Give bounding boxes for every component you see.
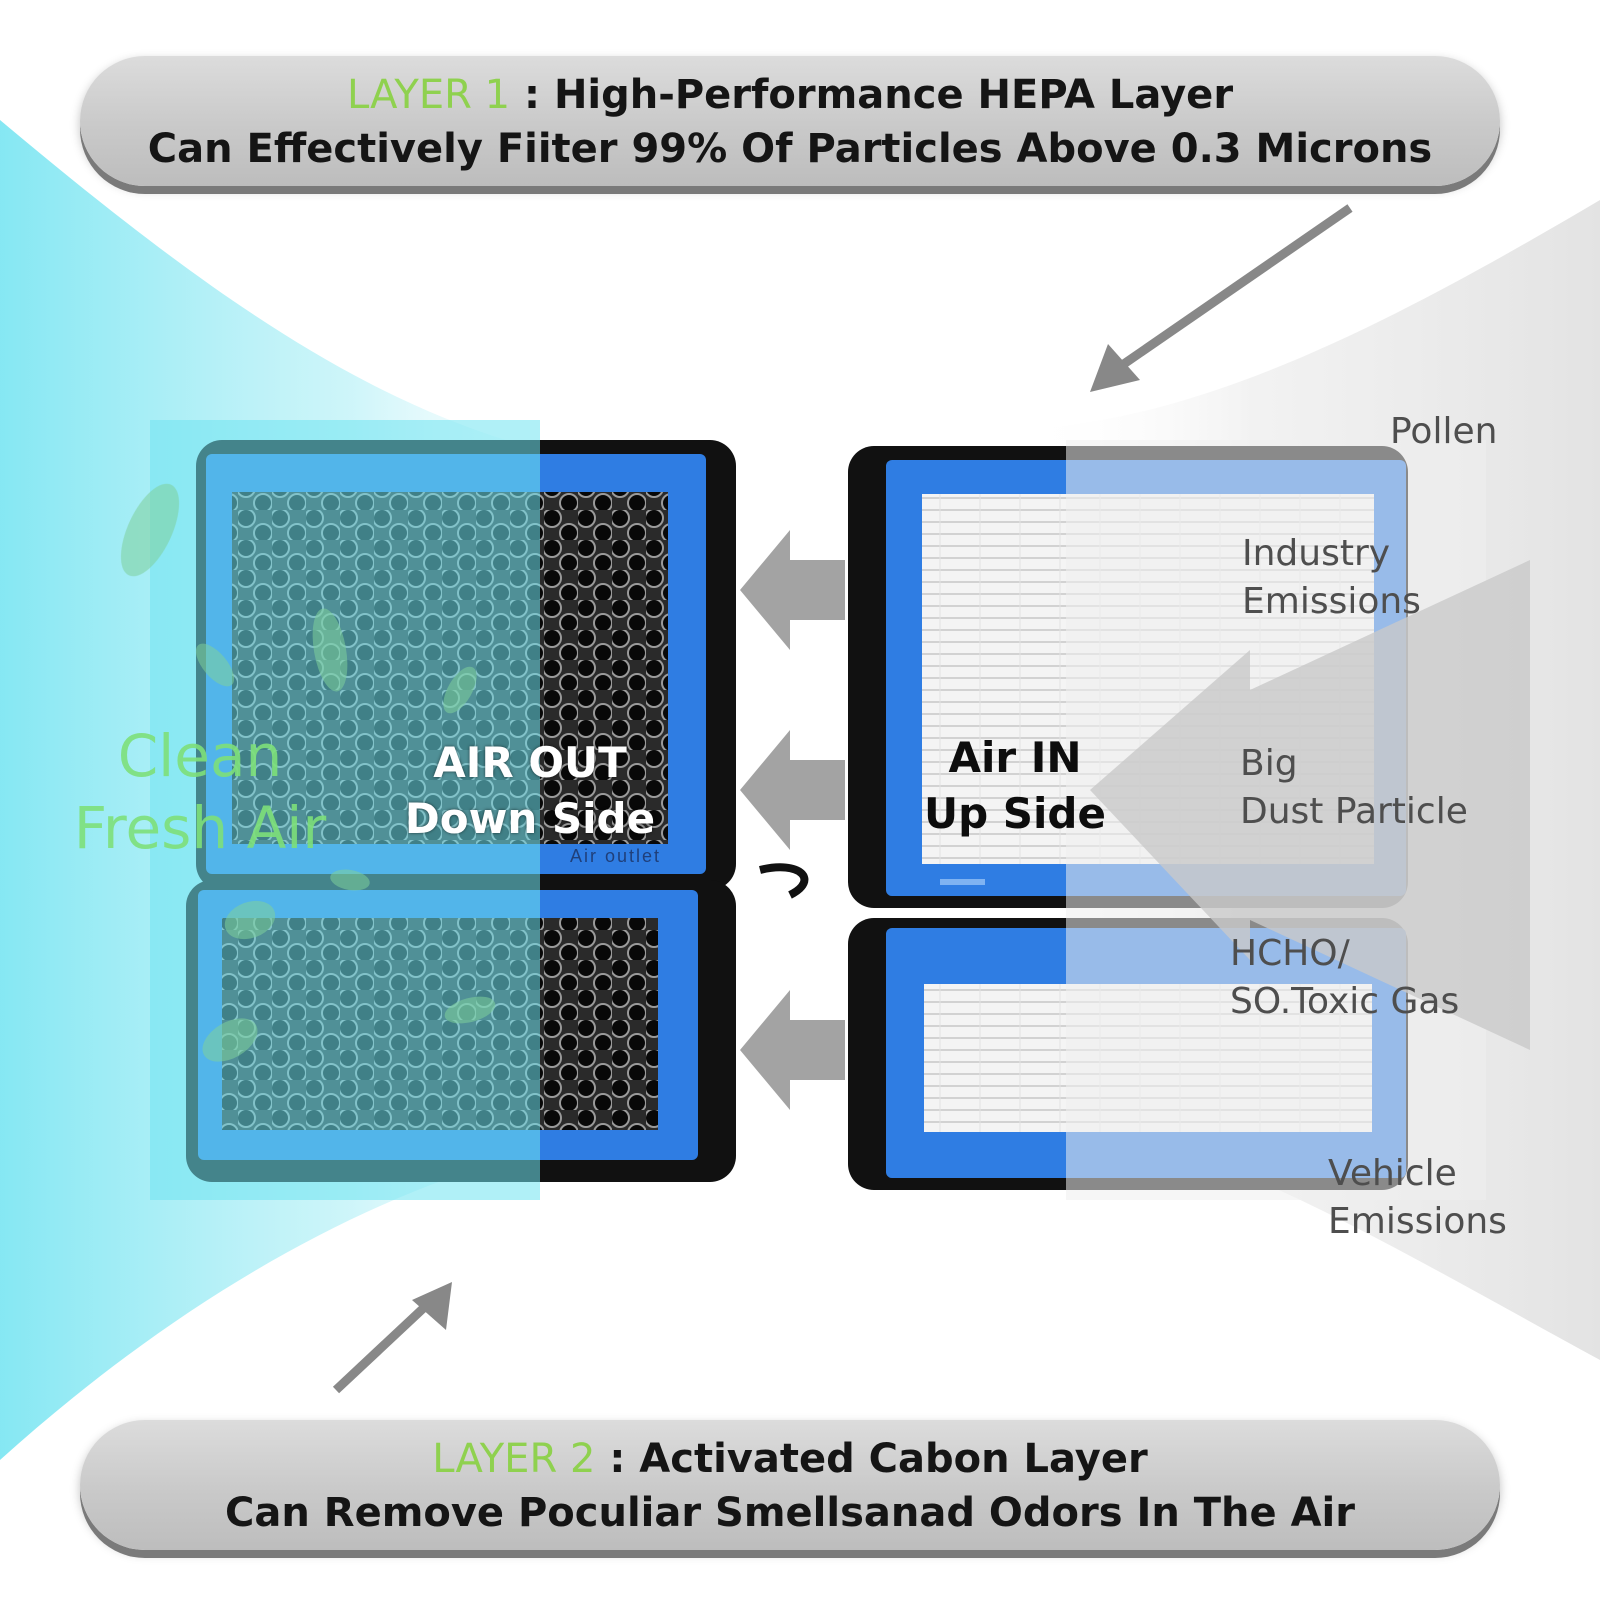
clean-air-label: Clean Fresh Air (40, 720, 360, 864)
vehicle-line2: Emissions (1328, 1201, 1507, 1242)
air-in-line1: Air IN (948, 733, 1082, 782)
clean-air-line2: Fresh Air (73, 794, 327, 862)
air-in-label: Air IN Up Side (900, 730, 1130, 842)
layer2-heading: LAYER 2 : Activated Cabon Layer (80, 1432, 1500, 1486)
industry-emissions-label: Industry Emissions (1242, 530, 1421, 626)
air-in-line2: Up Side (924, 789, 1106, 838)
layer1-heading: LAYER 1 : High-Performance HEPA Layer (80, 68, 1500, 122)
layer2-banner: LAYER 2 : Activated Cabon Layer Can Remo… (80, 1420, 1500, 1550)
air-out-line2: Down Side (404, 794, 656, 843)
layer1-title: High-Performance HEPA Layer (553, 72, 1234, 118)
air-out-label: AIR OUT Down Side (400, 735, 660, 847)
industry-line1: Industry (1242, 533, 1391, 574)
pollen-label: Pollen (1390, 411, 1498, 452)
layer1-subtitle: Can Effectively Fiiter 99% Of Particles … (147, 126, 1433, 172)
dust-particle-label: Big Dust Particle (1240, 740, 1468, 836)
industry-line2: Emissions (1242, 581, 1421, 622)
air-outlet-label: Air outlet (570, 846, 662, 866)
air-out-line1: AIR OUT (433, 738, 627, 787)
gas-line2: SO.Toxic Gas (1230, 981, 1460, 1022)
vehicle-emissions-label: Vehicle Emissions (1328, 1150, 1507, 1246)
gas-line1: HCHO/ (1230, 933, 1350, 974)
toxic-gas-label: HCHO/ SO.Toxic Gas (1230, 930, 1459, 1026)
layer1-tag: LAYER 1 (346, 72, 511, 118)
layer2-separator: : (609, 1436, 626, 1482)
layer1-separator: : (524, 72, 540, 118)
layer2-title: Activated Cabon Layer (639, 1436, 1148, 1482)
layer2-tag: LAYER 2 (432, 1436, 596, 1482)
layer1-banner: LAYER 1 : High-Performance HEPA Layer Ca… (80, 56, 1500, 186)
layer2-subtitle: Can Remove Poculiar Smellsanad Odors In … (225, 1490, 1355, 1536)
dust-line2: Dust Particle (1240, 791, 1468, 832)
vehicle-line1: Vehicle (1328, 1153, 1457, 1194)
dust-line1: Big (1240, 743, 1298, 784)
clean-air-line1: Clean (117, 722, 283, 790)
